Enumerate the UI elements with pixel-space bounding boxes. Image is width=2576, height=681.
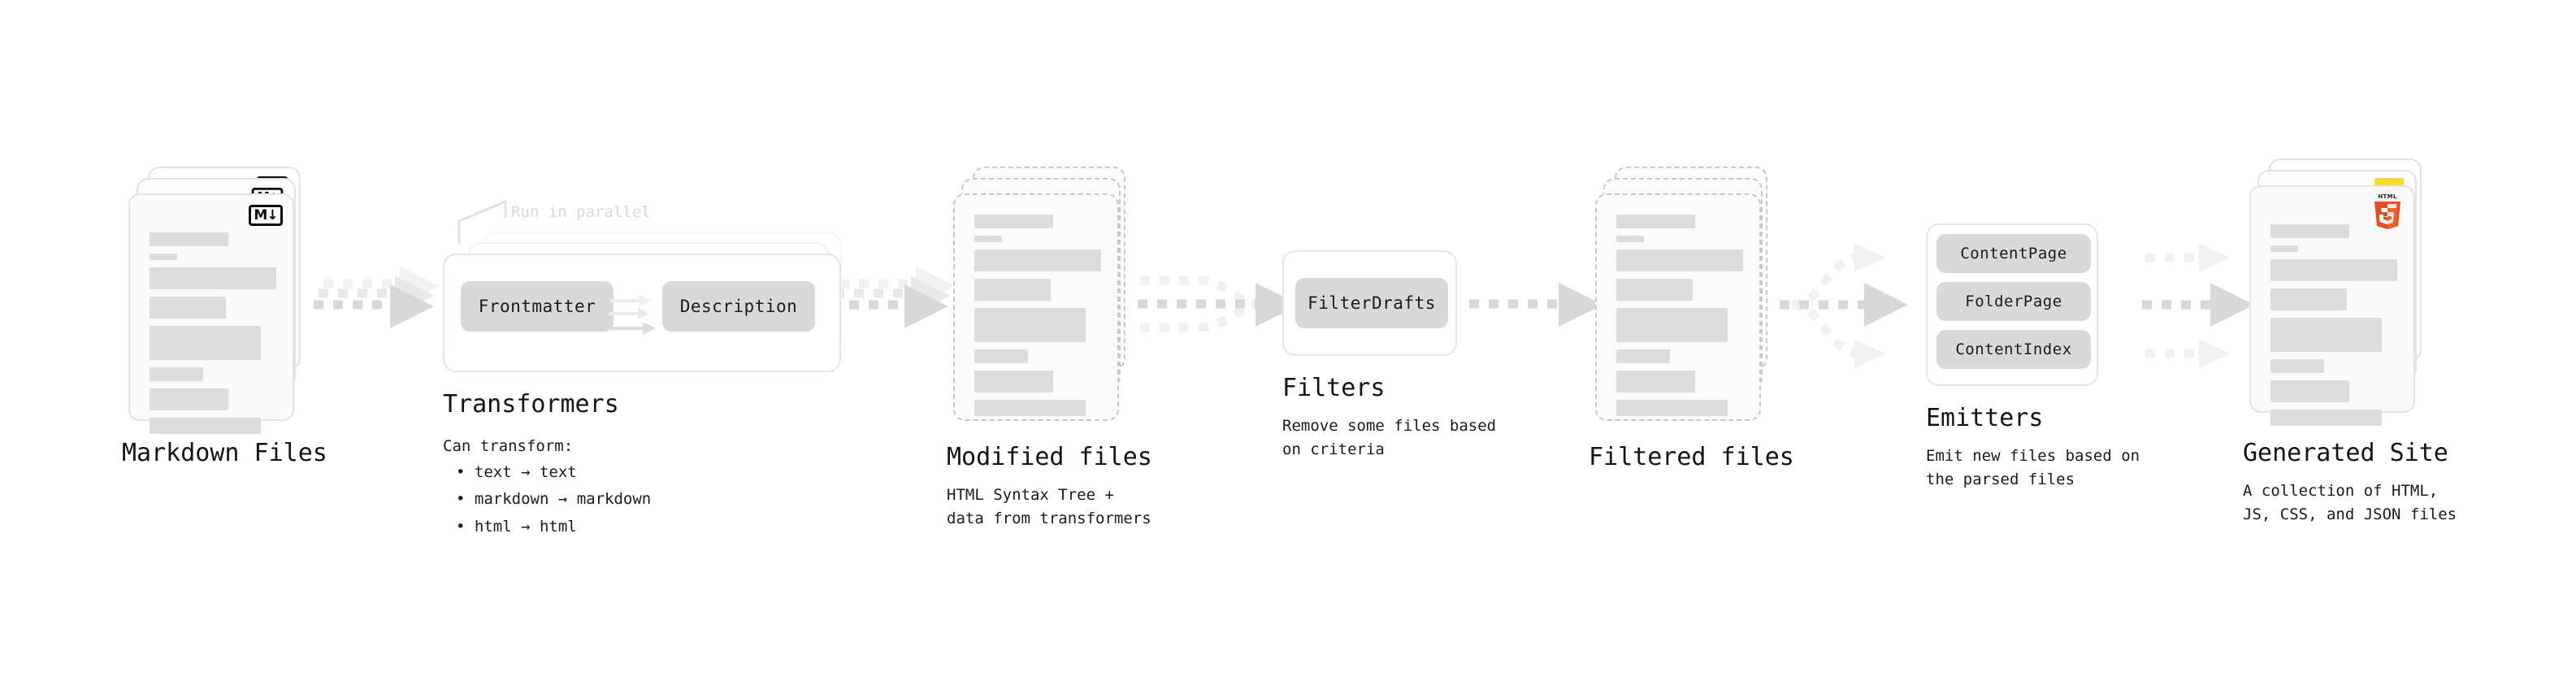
transformers-bullet-0: • text → text — [456, 463, 577, 481]
generated-site-subtitle: A collection of HTML, JS, CSS, and JSON … — [2243, 482, 2457, 524]
stage-title-markdown-files: Markdown Files — [122, 439, 327, 467]
emitters-group-box: ContentPage FolderPage ContentIndex — [1926, 223, 2098, 386]
transformers-bullet-text-2: html → html — [474, 517, 577, 536]
placeholder-lines — [150, 232, 276, 441]
transformers-bullet-2: • html → html — [456, 517, 577, 536]
transformers-bullet-text-1: markdown → markdown — [474, 490, 652, 509]
markdown-card-front: M↓ — [128, 193, 294, 434]
stage-filtered-files: Filtered files — [1589, 167, 1832, 492]
placeholder-lines — [974, 215, 1101, 423]
stage-markdown-files: M↓ M↓ M↓ — [122, 167, 333, 467]
transformer-chip-frontmatter[interactable]: Frontmatter — [461, 281, 614, 332]
emitters-subtitle: Emit new files based on the parsed files — [1926, 447, 2140, 489]
placeholder-lines — [1616, 215, 1743, 423]
filter-chip-filterdrafts[interactable]: FilterDrafts — [1295, 278, 1448, 328]
stage-title-generated-site: Generated Site — [2243, 439, 2448, 467]
modified-card-front — [953, 193, 1119, 421]
generated-card-front-html: HTML — [2249, 185, 2415, 426]
markdown-badge-front: M↓ — [249, 205, 283, 226]
stage-filters: FilterDrafts Filters Remove some files b… — [1282, 250, 1559, 494]
emitter-chip-contentindex[interactable]: ContentIndex — [1936, 330, 2091, 369]
filters-subtitle: Remove some files based on criteria — [1282, 417, 1497, 459]
stage-title-transformers: Transformers — [443, 390, 619, 419]
placeholder-lines — [2270, 224, 2397, 433]
transformer-chip-description[interactable]: Description — [662, 281, 815, 332]
stage-title-filtered-files: Filtered files — [1589, 443, 1794, 471]
transformers-bullet-text-0: text → text — [474, 463, 577, 481]
transformers-bullet-1: • markdown → markdown — [456, 490, 652, 509]
svg-text:HTML: HTML — [2378, 193, 2396, 200]
stage-title-filters: Filters — [1282, 374, 1386, 402]
stage-emitters: ContentPage FolderPage ContentIndex Emit… — [1926, 223, 2202, 488]
stage-title-modified-files: Modified files — [947, 443, 1152, 471]
stage-transformers: Run in parallel F D F D Frontmatter Desc… — [443, 195, 865, 536]
html5-logo: HTML — [2371, 192, 2404, 229]
modified-files-subtitle: HTML Syntax Tree + data from transformer… — [947, 486, 1151, 528]
filters-group-box: FilterDrafts — [1282, 250, 1457, 356]
stage-title-emitters: Emitters — [1926, 404, 2044, 432]
filtered-card-front — [1595, 193, 1761, 421]
transformers-subtitle: Can transform: — [443, 437, 574, 455]
emitter-chip-folderpage[interactable]: FolderPage — [1936, 282, 2091, 321]
run-in-parallel-label: Run in parallel — [511, 203, 651, 221]
stage-modified-files: Modified files HTML Syntax Tree + data f… — [947, 167, 1190, 527]
transformers-bullet-list: • text → text • markdown → markdown • ht… — [443, 459, 651, 540]
emitter-chip-contentpage[interactable]: ContentPage — [1936, 234, 2091, 273]
transformer-inner-arrows — [607, 295, 656, 335]
stage-generated-site: CSS HTML — [2243, 158, 2519, 523]
